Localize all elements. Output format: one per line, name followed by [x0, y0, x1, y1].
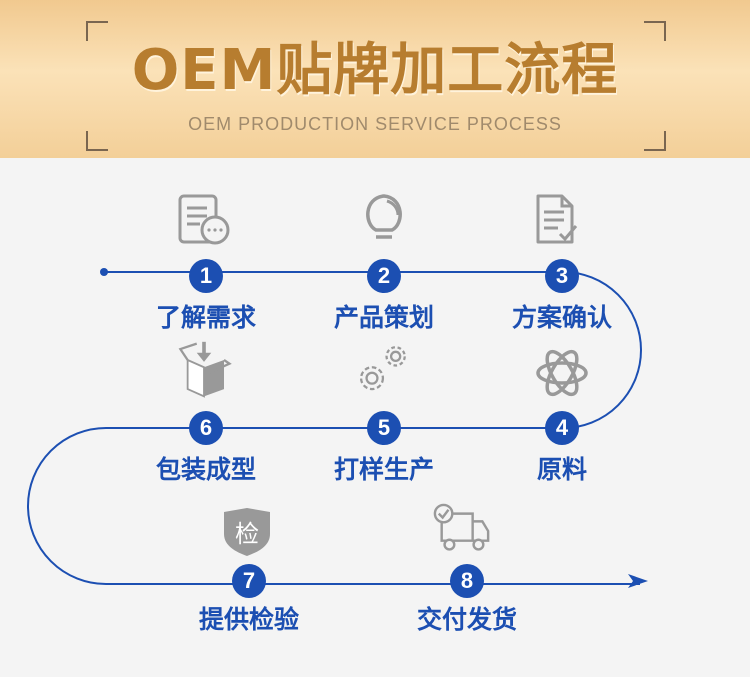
- inspection-shield-icon: 检: [222, 508, 272, 556]
- corner-bracket-bottom-left: [86, 131, 108, 151]
- step-label-8: 交付发货: [416, 605, 517, 634]
- corner-bracket-top-left: [86, 21, 108, 41]
- step-label-3: 方案确认: [511, 303, 612, 332]
- step-label-2: 产品策划: [333, 303, 434, 332]
- inspection-shield-text: 检: [235, 520, 259, 548]
- step-label-6: 包装成型: [155, 455, 256, 484]
- step-number-6: 6: [189, 411, 223, 445]
- delivery-truck-icon: [433, 503, 490, 551]
- flow-line: [27, 271, 642, 585]
- document-check-icon: [536, 194, 578, 244]
- corner-bracket-bottom-right: [644, 131, 666, 151]
- box-icon: [178, 341, 232, 398]
- step-number-5: 5: [367, 411, 401, 445]
- step-number-8: 8: [450, 564, 484, 598]
- page-subtitle: OEM PRODUCTION SERVICE PROCESS: [188, 114, 562, 134]
- step-label-7: 提供检验: [198, 605, 299, 634]
- step-number-7: 7: [232, 564, 266, 598]
- flow-arrow-head: [628, 574, 648, 588]
- step-number-3: 3: [545, 259, 579, 293]
- gears-icon: [359, 346, 406, 391]
- corner-bracket-top-right: [644, 21, 666, 41]
- document-chat-icon: [178, 194, 230, 245]
- lightbulb-icon: [366, 194, 402, 239]
- step-label-4: 原料: [536, 455, 587, 484]
- page-title: OEM贴牌加工流程: [131, 38, 619, 103]
- atom-icon: [536, 349, 588, 397]
- step-label-1: 了解需求: [155, 303, 256, 332]
- step-number-2: 2: [367, 259, 401, 293]
- step-label-5: 打样生产: [333, 455, 434, 484]
- step-number-1: 1: [189, 259, 223, 293]
- header-banner: OEM贴牌加工流程 OEM PRODUCTION SERVICE PROCESS: [0, 0, 750, 158]
- step-number-4: 4: [545, 411, 579, 445]
- flow-start-dot: [100, 268, 108, 276]
